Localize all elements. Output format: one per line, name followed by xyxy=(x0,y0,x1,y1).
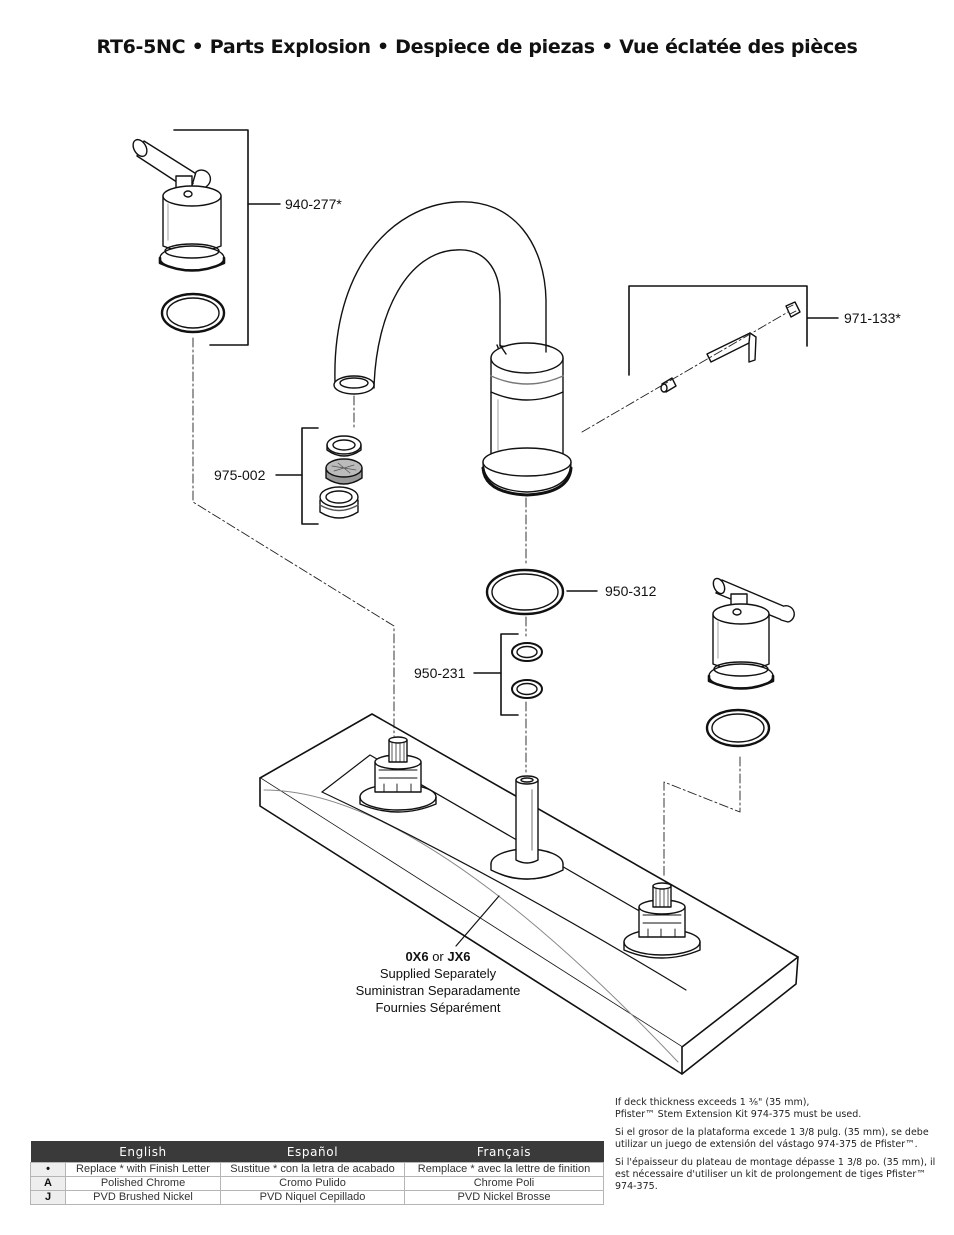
valve-note-spanish: Suministran Separadamente xyxy=(356,983,521,998)
parts-explosion-diagram: 940-277* 975-002 971-133* xyxy=(132,129,901,1075)
finish-table-header-english: English xyxy=(65,1141,221,1163)
finish-table-code-header xyxy=(30,1141,66,1163)
valve-note-leader xyxy=(455,895,500,947)
table-row: • Replace * with Finish Letter Sustitue … xyxy=(30,1162,604,1177)
hex-key-bracket xyxy=(628,285,808,376)
finish-english: Replace * with Finish Letter xyxy=(65,1162,221,1177)
valve-code-b: JX6 xyxy=(447,949,470,964)
finish-french: Chrome Poli xyxy=(404,1176,604,1191)
right-valve-cartridge-illustration xyxy=(623,882,701,959)
valve-code-a: 0X6 xyxy=(405,949,428,964)
finish-spanish: PVD Niquel Cepillado xyxy=(220,1190,405,1205)
finish-code: • xyxy=(30,1162,66,1177)
aerator-illustration xyxy=(319,435,363,519)
spout-shank-illustration xyxy=(490,775,564,880)
note-english-line-2: Pfister™ Stem Extension Kit 974-375 must… xyxy=(615,1109,862,1120)
deck-thickness-notes: If deck thickness exceeds 1 ³⁄₈" (35 mm)… xyxy=(615,1097,940,1199)
hex-key-illustration xyxy=(660,301,801,393)
valve-note-french: Fournies Séparément xyxy=(375,1000,500,1015)
left-handle-illustration xyxy=(132,138,226,272)
valve-codes: 0X6 or JX6 xyxy=(405,949,470,964)
note-english: If deck thickness exceeds 1 ³⁄₈" (35 mm)… xyxy=(615,1097,940,1121)
finish-spanish: Cromo Pulido xyxy=(220,1176,405,1191)
o-rings-bracket xyxy=(500,633,519,716)
finish-table-header-spanish: Español xyxy=(220,1141,405,1163)
hex-key-part-number: 971-133* xyxy=(844,310,901,326)
deck-plate-illustration xyxy=(259,713,799,1075)
valve-code-or: or xyxy=(429,949,448,964)
finish-code: J xyxy=(30,1190,66,1205)
page-title: RT6-5NC • Parts Explosion • Despiece de … xyxy=(96,36,858,58)
aerator-bracket xyxy=(301,427,319,525)
alignment-lines xyxy=(192,311,789,879)
right-handle-illustration xyxy=(707,577,795,690)
note-english-line-1: If deck thickness exceeds 1 ³⁄₈" (35 mm)… xyxy=(615,1097,810,1108)
finish-french: PVD Nickel Brosse xyxy=(404,1190,604,1205)
finish-table-header-french: Français xyxy=(404,1141,604,1163)
table-row: J PVD Brushed Nickel PVD Niquel Cepillad… xyxy=(30,1190,604,1205)
note-french: Si l'épaisseur du plateau de montage dép… xyxy=(615,1157,936,1192)
finish-spanish: Sustitue * con la letra de acabado xyxy=(220,1162,405,1177)
table-row: A Polished Chrome Cromo Pulido Chrome Po… xyxy=(30,1176,604,1191)
finish-english: Polished Chrome xyxy=(65,1176,221,1191)
finish-french: Remplace * avec la lettre de finition xyxy=(404,1162,604,1177)
o-rings-illustration xyxy=(511,642,543,699)
left-valve-cartridge-illustration xyxy=(359,736,437,813)
aerator-part-number: 975-002 xyxy=(214,467,266,483)
spout-illustration xyxy=(333,201,573,497)
finish-english: PVD Brushed Nickel xyxy=(65,1190,221,1205)
note-spanish: Si el grosor de la plataforma excede 1 3… xyxy=(615,1127,929,1150)
spout-gasket-illustration xyxy=(485,568,565,616)
o-rings-part-number: 950-231 xyxy=(414,665,466,681)
valve-note-english: Supplied Separately xyxy=(380,966,497,981)
finish-code: A xyxy=(30,1176,66,1191)
handle-kit-bracket xyxy=(173,129,249,346)
spout-gasket-part-number: 950-312 xyxy=(605,583,657,599)
finish-table: English Español Français • Replace * wit… xyxy=(30,1141,604,1205)
finish-table-header-row: English Español Français xyxy=(30,1141,604,1163)
right-handle-ring-illustration xyxy=(705,708,771,748)
handle-kit-part-number: 940-277* xyxy=(285,196,342,212)
left-handle-ring-illustration xyxy=(160,292,226,334)
